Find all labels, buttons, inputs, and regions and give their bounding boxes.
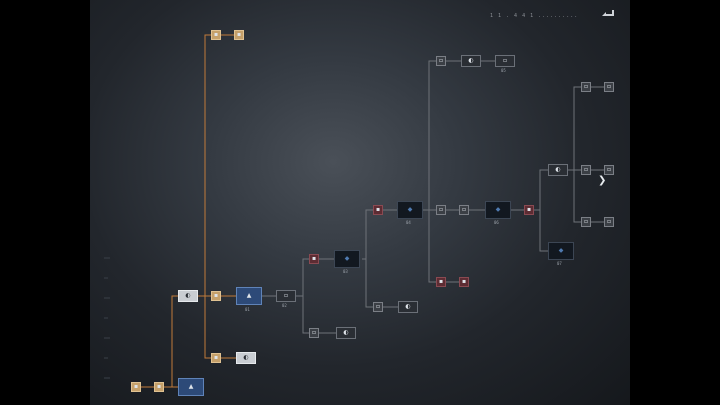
node-tag: 06 (494, 220, 499, 225)
skill-square-icon: ▪ (213, 31, 219, 38)
drop-icon: ◆ (407, 206, 413, 213)
skill-square-icon: ▫ (311, 329, 317, 336)
skill-node[interactable]: ▪ (211, 353, 221, 363)
skill-square-icon: ▫ (502, 57, 508, 64)
skill-node[interactable]: ▫ (459, 205, 469, 215)
skill-node[interactable]: ▪ (154, 382, 164, 392)
hud-readout: 1 1 . 4 4 1 .......... (490, 13, 579, 19)
triangle-icon: ▲ (188, 383, 194, 390)
skill-node[interactable]: ◐ (178, 290, 198, 302)
skill-node[interactable]: ▫ (309, 328, 319, 338)
skill-square-icon: ▫ (438, 57, 444, 64)
triangle-icon: ▲ (246, 292, 252, 299)
skill-node[interactable]: ▫ (581, 217, 591, 227)
scale-ruler (104, 257, 110, 379)
skill-square-icon: ▪ (213, 354, 219, 361)
skill-square-icon: ▫ (438, 206, 444, 213)
skill-square-icon: ▫ (283, 292, 289, 299)
skill-node[interactable]: ◐ (336, 327, 356, 339)
skill-node[interactable]: ▪ (524, 205, 534, 215)
skill-node[interactable]: ▫ (581, 82, 591, 92)
skill-node[interactable]: ▫ (373, 302, 383, 312)
skill-square-icon: ▫ (583, 83, 589, 90)
skill-node[interactable]: ◐ (236, 352, 256, 364)
node-tag: 05 (501, 68, 506, 73)
skill-node[interactable]: ▫ (495, 55, 515, 67)
skill-node[interactable]: ▲ (178, 378, 204, 396)
skill-square-icon: ▪ (375, 206, 381, 213)
node-tag: 01 (245, 307, 250, 312)
skill-node[interactable]: ▪ (211, 30, 221, 40)
skill-node[interactable]: ◐ (398, 301, 418, 313)
skill-node[interactable]: ▫ (604, 165, 614, 175)
return-arrow-icon[interactable] (600, 8, 616, 18)
node-tag: 03 (343, 269, 348, 274)
skill-node[interactable]: ◆ (485, 201, 511, 219)
skill-circle-icon: ◐ (405, 303, 411, 310)
skill-square-icon: ▫ (375, 303, 381, 310)
skill-square-icon: ▪ (156, 383, 162, 390)
skill-square-icon: ▫ (461, 206, 467, 213)
skill-node[interactable]: ▪ (459, 277, 469, 287)
skill-square-icon: ▪ (461, 278, 467, 285)
skill-square-icon: ▫ (606, 218, 612, 225)
letterbox-left (0, 0, 90, 405)
node-tag: 04 (406, 220, 411, 225)
skill-node[interactable]: ▫ (604, 82, 614, 92)
chevron-right-icon[interactable]: ❯ (598, 175, 607, 186)
skill-circle-icon: ◐ (555, 166, 561, 173)
skill-square-icon: ▪ (311, 255, 317, 262)
skill-circle-icon: ◐ (243, 354, 249, 361)
skill-node[interactable]: ▪ (309, 254, 319, 264)
skill-node[interactable]: ◆ (334, 250, 360, 268)
skill-square-icon: ▫ (583, 166, 589, 173)
skill-square-icon: ▪ (213, 292, 219, 299)
node-tag: 02 (282, 303, 287, 308)
skill-node[interactable]: ▫ (436, 205, 446, 215)
skill-node[interactable]: ▫ (276, 290, 296, 302)
skill-tree-view: 1 1 . 4 4 1 .......... (90, 0, 630, 405)
skill-node[interactable]: ◐ (548, 164, 568, 176)
skill-node[interactable]: ▪ (211, 291, 221, 301)
node-tag: 07 (557, 261, 562, 266)
skill-square-icon: ▪ (236, 31, 242, 38)
skill-square-icon: ▫ (606, 83, 612, 90)
drop-icon: ◆ (558, 247, 564, 254)
skill-square-icon: ▫ (583, 218, 589, 225)
skill-node[interactable]: ▫ (581, 165, 591, 175)
skill-node[interactable]: ▪ (131, 382, 141, 392)
skill-circle-icon: ◐ (185, 292, 191, 299)
skill-node[interactable]: ◆ (548, 242, 574, 260)
skill-square-icon: ▪ (526, 206, 532, 213)
skill-node[interactable]: ▲ (236, 287, 262, 305)
skill-square-icon: ▪ (438, 278, 444, 285)
skill-square-icon: ▪ (133, 383, 139, 390)
letterbox-right (630, 0, 720, 405)
skill-circle-icon: ◐ (343, 329, 349, 336)
drop-icon: ◆ (495, 206, 501, 213)
skill-node[interactable]: ▪ (436, 277, 446, 287)
skill-node[interactable]: ▪ (373, 205, 383, 215)
skill-circle-icon: ◐ (468, 57, 474, 64)
skill-node[interactable]: ▫ (436, 56, 446, 66)
skill-node[interactable]: ▪ (234, 30, 244, 40)
drop-icon: ◆ (344, 255, 350, 262)
skill-node[interactable]: ◆ (397, 201, 423, 219)
skill-square-icon: ▫ (606, 166, 612, 173)
skill-node[interactable]: ▫ (604, 217, 614, 227)
connector-lines (141, 34, 604, 388)
skill-node[interactable]: ◐ (461, 55, 481, 67)
